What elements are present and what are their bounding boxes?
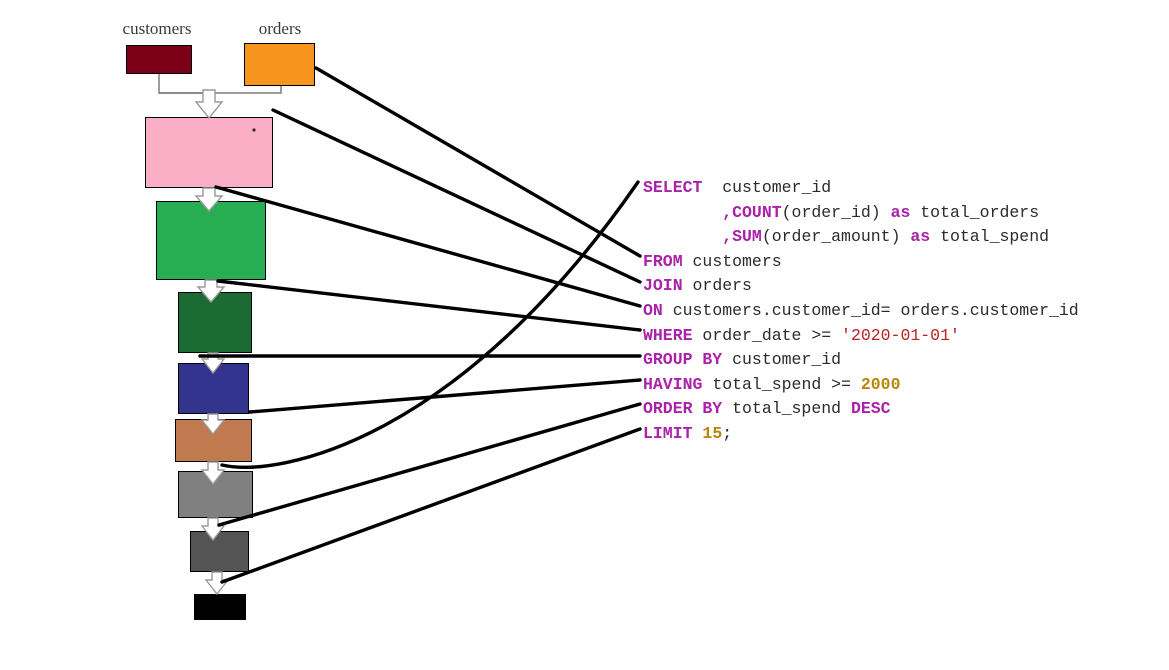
sql-line-4: FROM customers [643,250,1079,275]
wire-blue-to-having [248,378,642,414]
sql-line-1: SELECT customer_id [643,176,1079,201]
sql-token-id: ; [722,423,733,443]
arrow-to-result [204,571,230,596]
sql-token-kw: , [722,227,733,247]
sql-token-kw: HAVING [643,374,703,394]
sql-token-kw: SUM [732,227,762,247]
node-filter[interactable] [156,201,266,280]
sql-token-num: 2000 [860,374,901,394]
sql-token-str: '2020-01-01' [841,325,960,345]
sql-token-kw: WHERE [643,325,693,345]
wire-orders-to-from [314,66,642,258]
sql-token-kw: DESC [850,399,891,419]
wire-darkgray-to-limit [220,427,642,584]
sql-token-num: 15 [702,423,723,443]
customers-label: customers [122,19,192,38]
node-limit[interactable] [190,531,249,572]
sql-line-5: JOIN orders [643,274,1079,299]
sql-token-pun [643,227,722,246]
sql-token-kw: as [910,227,931,247]
sql-token-kw: ORDER BY [643,399,723,419]
node-orders[interactable] [244,43,315,86]
sql-line-8: GROUP BY customer_id [643,348,1079,373]
sql-token-kw: FROM [643,251,683,271]
sql-token-id: total_spend >= [702,374,861,394]
sql-line-10: ORDER BY total_spend DESC [643,397,1079,422]
sql-line-11: LIMIT 15; [643,422,1079,447]
sql-token-id: orders [682,276,752,296]
sql-line-6: ON customers.customer_id= orders.custome… [643,299,1079,324]
sql-token-id: (order_id) [781,202,891,222]
node-customers[interactable] [126,45,192,74]
sql-token-id: total_spend [930,227,1050,247]
wire-green-to-where [216,279,642,332]
sql-line-2: ,COUNT(order_id) as total_orders [643,201,1079,226]
wire-gray-to-orderby [217,402,642,527]
sql-token-id: customer_id [702,178,832,197]
wire-join-to-join [271,108,642,284]
sql-token-id: customers.customer_id= orders.customer_i… [662,300,1079,320]
sql-line-3: ,SUM(order_amount) as total_spend [643,225,1079,250]
wire-brown-to-select [220,180,640,469]
sql-token-kw: LIMIT [643,423,693,443]
sql-token-kw: ON [643,300,663,320]
sql-token-id: (order_amount) [761,227,911,247]
node-result[interactable] [194,594,246,620]
node-aggregate[interactable] [175,419,252,462]
sql-token-kw: as [890,202,911,222]
sql-token-kw: GROUP BY [643,350,723,370]
sql-token-kw: JOIN [643,276,683,296]
sql-token-kw: COUNT [732,202,782,222]
sql-token-id: total_orders [910,202,1040,222]
sql-token-kw: , [722,202,733,222]
sql-token-id: customer_id [722,350,842,370]
sql-line-7: WHERE order_date >= '2020-01-01' [643,324,1079,349]
node-having[interactable] [178,363,249,414]
sql-token-pun [643,203,722,222]
sql-token-id: order_date >= [692,325,842,345]
node-sort[interactable] [178,471,253,518]
sql-token-kw: SELECT [643,178,703,197]
node-join[interactable] [145,117,273,188]
sql-code-block: SELECT customer_id ,COUNT(order_id) as t… [643,176,1079,447]
orders-label: orders [258,19,302,38]
sql-line-9: HAVING total_spend >= 2000 [643,373,1079,398]
node-group[interactable] [178,292,252,353]
wire-pink-to-on [214,185,642,308]
sql-token-id [693,424,703,443]
sql-token-id: total_spend [722,399,851,419]
arrow-to-join [194,89,224,120]
sql-token-id: customers [682,251,782,271]
